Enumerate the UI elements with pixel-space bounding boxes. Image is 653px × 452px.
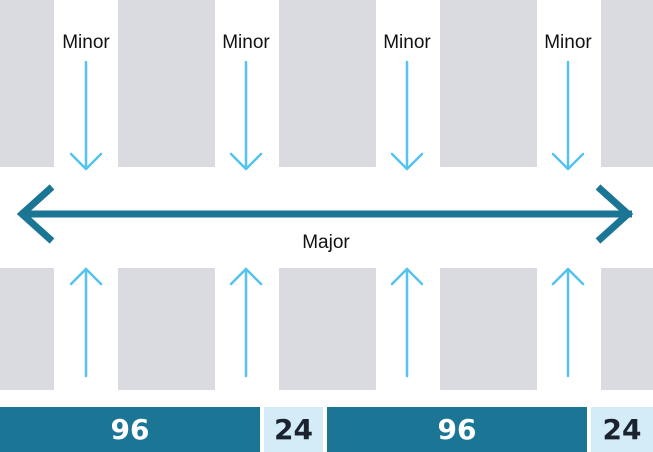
minor-label-4: Minor bbox=[544, 32, 592, 53]
minor-arrow-down-3 bbox=[390, 60, 424, 171]
grid-block-bottom-5 bbox=[601, 268, 653, 390]
grid-block-bottom-3 bbox=[279, 268, 376, 390]
minor-label-2: Minor bbox=[222, 32, 270, 53]
grid-block-top-1 bbox=[0, 0, 54, 167]
grid-block-top-2 bbox=[118, 0, 215, 167]
grid-block-bottom-4 bbox=[440, 268, 537, 390]
column-width-bar-1: 96 bbox=[0, 407, 260, 452]
minor-label-3: Minor bbox=[383, 32, 431, 53]
minor-arrow-down-4 bbox=[551, 60, 585, 171]
minor-arrows-up bbox=[69, 267, 585, 378]
major-arrow bbox=[16, 184, 634, 244]
minor-label-1: Minor bbox=[62, 32, 110, 53]
grid-block-bottom-1 bbox=[0, 268, 54, 390]
grid-block-top-3 bbox=[279, 0, 376, 167]
minor-arrow-down-1 bbox=[69, 60, 103, 171]
minor-arrow-up-4 bbox=[551, 267, 585, 378]
minor-arrow-up-2 bbox=[229, 267, 263, 378]
gutter-width-bar-2: 24 bbox=[591, 407, 653, 452]
grid-block-bottom-2 bbox=[118, 268, 215, 390]
major-label: Major bbox=[302, 232, 350, 253]
grid-block-top-5 bbox=[601, 0, 653, 167]
minor-arrow-up-1 bbox=[69, 267, 103, 378]
grid-block-top-4 bbox=[440, 0, 537, 167]
column-width-bar-2: 96 bbox=[327, 407, 587, 452]
minor-arrows-down bbox=[69, 60, 585, 171]
minor-arrow-up-3 bbox=[390, 267, 424, 378]
minor-arrow-down-2 bbox=[229, 60, 263, 171]
gutter-width-bar-1: 24 bbox=[264, 407, 323, 452]
